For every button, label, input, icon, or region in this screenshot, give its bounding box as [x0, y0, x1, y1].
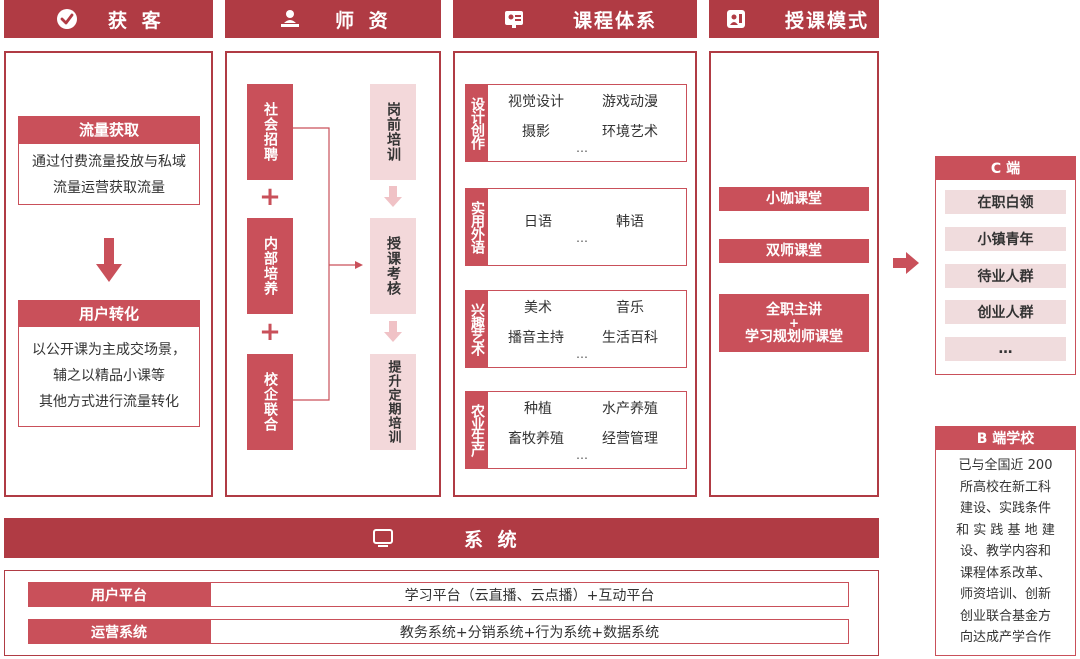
group-more: …: [945, 337, 1066, 361]
b-end-text: 已与全国近 200 所高校在新工科 建设、实践条件 和 实 践 基 地 建 设、…: [938, 455, 1073, 649]
c-end-title: C 端: [935, 156, 1076, 180]
course-japanese: 日语: [524, 214, 552, 230]
down-arrow-icon: [96, 238, 122, 288]
source-internal-training: 内部培养: [247, 218, 293, 314]
step-pre-job-training: 岗前培训: [370, 84, 416, 180]
header-acquisition: 获 客: [4, 0, 213, 38]
course-korean: 韩语: [616, 214, 644, 230]
ellipsis-2: …: [576, 231, 589, 245]
b-end-line: 所高校在新工科: [959, 479, 1051, 495]
ellipsis-3: …: [576, 347, 589, 361]
course-photography: 摄影: [522, 124, 550, 140]
group-unemployed: 待业人群: [945, 264, 1066, 288]
traffic-acquisition-label: 流量获取: [18, 116, 200, 143]
category-agriculture-label: 农业生产: [466, 392, 488, 468]
conversion-text-line1: 以公开课为主成交场景，: [32, 342, 186, 358]
category-language: 实用外语 日语 韩语 …: [465, 188, 687, 266]
system-row-operations-value: 教务系统+分销系统+行为系统+数据系统: [210, 619, 849, 644]
ellipsis-4: …: [576, 448, 589, 462]
header-curriculum: 课程体系: [453, 0, 697, 38]
step-periodic-training: 提升定期培训: [370, 354, 416, 450]
category-art-label: 兴趣艺术: [466, 291, 488, 367]
monitor-icon: [372, 527, 394, 549]
group-white-collar: 在职白领: [945, 190, 1066, 214]
combo-plus: +: [788, 315, 800, 330]
b-end-line: 向达成产学合作: [959, 630, 1051, 645]
plus-sign-2: +: [259, 317, 281, 347]
header-teachers-label: 师 资: [335, 9, 392, 32]
traffic-text-line1: 通过付费流量投放与私域: [32, 154, 186, 170]
category-design-label: 设计创作: [466, 85, 488, 161]
mode-dual-teacher: 双师课堂: [719, 239, 869, 263]
check-circle-icon: [56, 8, 78, 30]
system-row-operations-label: 运营系统: [28, 619, 210, 644]
group-town-youth: 小镇青年: [945, 227, 1066, 251]
combo-line2: 学习规划师课堂: [745, 328, 843, 345]
down-arrow-small-1: [384, 186, 402, 212]
course-business-management: 经营管理: [602, 431, 658, 447]
course-board-icon: [503, 8, 525, 30]
category-agriculture: 农业生产 种植 水产养殖 畜牧养殖 经营管理 …: [465, 391, 687, 469]
course-game-animation: 游戏动漫: [602, 94, 658, 110]
course-aquaculture: 水产养殖: [602, 401, 658, 417]
step-teaching-assessment: 授课考核: [370, 218, 416, 314]
user-conversion-box: 以公开课为主成交场景， 辅之以精品小课等 其他方式进行流量转化: [18, 326, 200, 427]
header-system-label: 系 统: [464, 528, 521, 551]
course-animal-husbandry: 畜牧养殖: [508, 431, 564, 447]
course-music: 音乐: [616, 300, 644, 316]
category-art: 兴趣艺术 美术 音乐 播音主持 生活百科 …: [465, 290, 687, 368]
mode-panel: [709, 51, 879, 497]
right-arrow-icon: [893, 252, 919, 278]
b-end-line: 建设、实践条件: [959, 501, 1051, 516]
b-end-line: 课程体系改革、: [959, 565, 1051, 581]
user-conversion-label: 用户转化: [18, 300, 200, 326]
presentation-icon: [725, 8, 747, 30]
b-end-line: 和 实 践 基 地 建: [956, 522, 1055, 538]
conversion-text-line3: 其他方式进行流量转化: [39, 394, 179, 410]
bracket-connector: [293, 127, 363, 401]
conversion-text-line2: 辅之以精品小课等: [53, 368, 165, 384]
course-planting: 种植: [524, 401, 552, 417]
down-arrow-small-2: [384, 321, 402, 347]
combo-line1: 全职主讲: [766, 301, 822, 318]
header-mode: 授课模式: [709, 0, 879, 38]
mode-small-class: 小咖课堂: [719, 187, 869, 211]
header-curriculum-label: 课程体系: [573, 9, 658, 32]
source-school-enterprise: 校企联合: [247, 354, 293, 450]
header-system: 系 统: [4, 518, 879, 558]
header-mode-label: 授课模式: [785, 9, 870, 32]
header-acquisition-label: 获 客: [108, 9, 165, 32]
system-row-user-platform-label: 用户平台: [28, 582, 210, 607]
course-fine-art: 美术: [524, 300, 552, 316]
mode-fulltime-combo: 全职主讲 + 学习规划师课堂: [719, 294, 869, 352]
b-end-line: 设、教学内容和: [959, 544, 1051, 559]
ellipsis-1: …: [576, 141, 589, 155]
category-language-label: 实用外语: [466, 189, 488, 265]
category-design: 设计创作 视觉设计 游戏动漫 摄影 环境艺术 …: [465, 84, 687, 162]
group-entrepreneurs: 创业人群: [945, 300, 1066, 324]
traffic-text-line2: 流量运营获取流量: [53, 180, 165, 196]
b-end-panel: [935, 426, 1076, 656]
system-row-user-platform-value: 学习平台（云直播、云点播）+互动平台: [210, 582, 849, 607]
traffic-acquisition-box: 通过付费流量投放与私域 流量运营获取流量: [18, 143, 200, 205]
source-social-recruitment: 社会招聘: [247, 84, 293, 180]
b-end-line: 创业联合基金方: [959, 608, 1051, 624]
course-environment-art: 环境艺术: [602, 124, 658, 140]
b-end-title: B 端学校: [935, 426, 1076, 450]
b-end-line: 师资培训、创新: [959, 587, 1051, 602]
header-teachers: 师 资: [225, 0, 441, 38]
course-visual-design: 视觉设计: [508, 94, 564, 110]
course-broadcasting: 播音主持: [508, 330, 564, 346]
course-life-encyclopedia: 生活百科: [602, 330, 658, 346]
plus-sign-1: +: [259, 182, 281, 212]
teacher-icon: [279, 8, 301, 30]
b-end-line: 已与全国近 200: [958, 458, 1053, 473]
